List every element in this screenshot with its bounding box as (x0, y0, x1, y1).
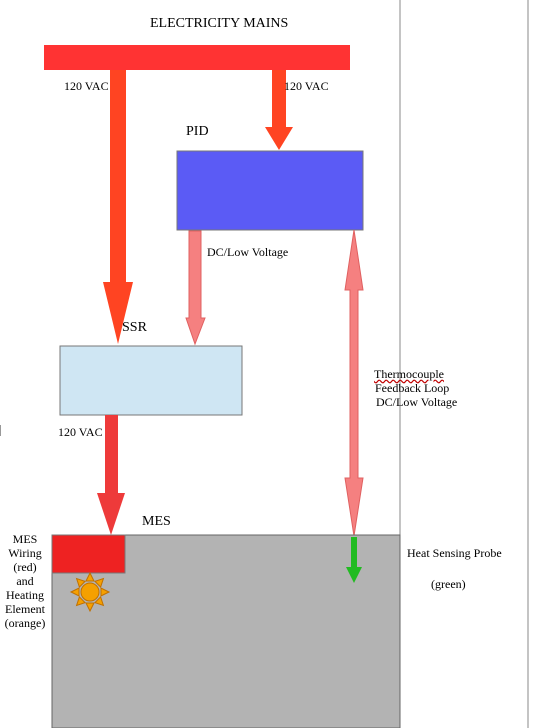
feedback-line: DC/Low Voltage (376, 395, 458, 409)
sun-icon (69, 571, 111, 613)
mes-wiring-label: MES Wiring (red) and Heating Element (or… (0, 532, 50, 630)
sun-ray (85, 571, 95, 582)
mains-bar (44, 45, 350, 70)
mes-wiring-line: (red) (13, 560, 37, 574)
sun-ray (85, 602, 95, 613)
pid-box (176, 150, 364, 231)
ssr-label: SSR (122, 320, 147, 335)
probe-label-color: (green) (431, 577, 466, 591)
ssr-output-label: 120 VAC (58, 425, 103, 439)
pid-label: PID (186, 124, 209, 139)
arrow-mains-to-pid (265, 70, 293, 150)
sun-ray (94, 577, 105, 588)
sun-ray (94, 596, 105, 607)
feedback-double-arrow (344, 229, 364, 537)
arrow-pid-to-ssr (185, 230, 206, 346)
probe-label-title: Heat Sensing Probe (407, 546, 502, 560)
pid-output-label: DC/Low Voltage (207, 245, 289, 259)
mes-wiring-line: MES (12, 532, 38, 546)
sun-ray (75, 596, 86, 607)
sun-ray (75, 577, 86, 588)
arrow-mains-to-ssr (103, 70, 133, 344)
sun-ray (100, 587, 111, 597)
diagram-title: ELECTRICITY MAINS (150, 16, 289, 31)
feedback-line: Thermocouple (374, 367, 444, 381)
feedback-line: Feedback Loop (375, 381, 450, 395)
arrow-down-icon (346, 537, 362, 583)
mes-wiring-line: (orange) (4, 616, 46, 630)
arrow-ssr-to-mes (97, 415, 125, 535)
mes-wiring-line: and (16, 574, 34, 588)
mes-wiring-line: Wiring (8, 546, 42, 560)
sun-ray (69, 587, 80, 597)
ssr-box (59, 345, 243, 416)
mains-left-voltage-label: 120 VAC (64, 79, 109, 93)
mes-wiring-line: Heating (6, 588, 44, 602)
feedback-label: Thermocouple Feedback Loop DC/Low Voltag… (374, 367, 457, 409)
mes-wiring-block (51, 534, 126, 574)
mes-wiring-line: Element (5, 602, 45, 616)
mes-label: MES (142, 514, 171, 529)
mains-right-voltage-label: 120 VAC (284, 79, 329, 93)
